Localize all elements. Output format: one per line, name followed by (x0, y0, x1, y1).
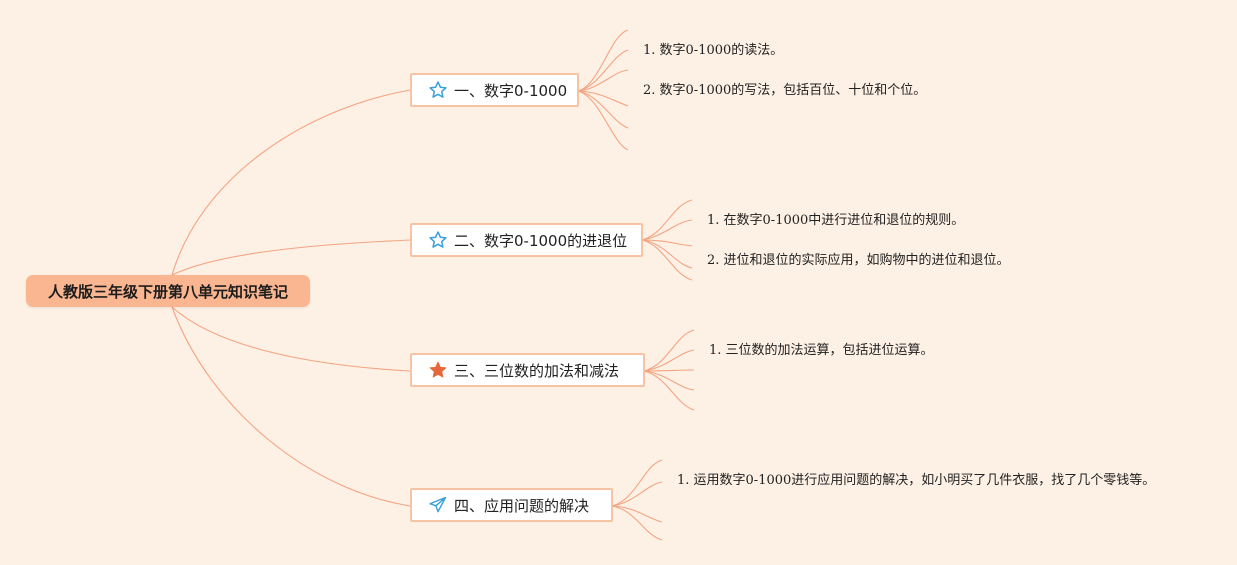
topic-node-3[interactable]: 三、三位数的加法和减法 (410, 353, 645, 387)
topic-1-branch-4 (577, 90, 629, 107)
topic-label: 二、数字0-1000的进退位 (454, 231, 628, 250)
topic-1-branch-5 (577, 90, 629, 129)
topic-3-branch-5 (643, 370, 695, 411)
topic-label: 三、三位数的加法和减法 (454, 361, 620, 380)
topic-1-branch-2 (577, 49, 629, 92)
topic-node-1[interactable]: 一、数字0-1000 (410, 73, 579, 107)
topic-2-branch-5 (641, 239, 693, 281)
paper-plane-icon (428, 495, 448, 515)
topic-2-item-2: 2. 进位和退位的实际应用，如购物中的进位和退位。 (707, 253, 1010, 268)
topic-1-branch-1 (577, 29, 629, 92)
root-to-topic-3-line (171, 306, 411, 372)
topic-label: 四、应用问题的解决 (454, 496, 590, 515)
topic-3-branch-2 (643, 349, 695, 372)
root-title: 人教版三年级下册第八单元知识笔记 (47, 282, 288, 301)
topic-node-4[interactable]: 四、应用问题的解决 (410, 488, 613, 522)
root-node[interactable]: 人教版三年级下册第八单元知识笔记 (26, 275, 310, 307)
star-filled-icon (428, 360, 448, 380)
root-to-topic-1-line (171, 89, 411, 276)
topic-2-branch-4 (641, 239, 693, 269)
topic-3-branch-4 (643, 370, 695, 391)
topic-2-branch-1 (641, 199, 693, 241)
topic-4-branch-2 (611, 481, 663, 507)
topic-node-2[interactable]: 二、数字0-1000的进退位 (410, 223, 643, 257)
topic-2-item-1: 1. 在数字0-1000中进行进位和退位的规则。 (707, 213, 965, 228)
star-outline-icon (428, 230, 448, 250)
topic-1-item-2: 2. 数字0-1000的写法，包括百位、十位和个位。 (643, 83, 927, 98)
topic-4-branch-3 (611, 505, 663, 523)
star-outline-icon (428, 80, 448, 100)
topic-1-item-1: 1. 数字0-1000的读法。 (643, 43, 784, 58)
topic-label: 一、数字0-1000 (454, 81, 568, 100)
topic-2-branch-2 (641, 219, 693, 241)
topic-1-branch-3 (577, 69, 629, 92)
topic-4-branch-4 (611, 505, 663, 541)
topic-4-branch-1 (611, 459, 663, 507)
topic-3-item-1: 1. 三位数的加法运算，包括进位运算。 (709, 343, 934, 358)
root-to-topic-4-line (171, 306, 411, 507)
topic-4-item-1: 1. 运用数字0-1000进行应用问题的解决，如小明买了几件衣服，找了几个零钱等… (677, 473, 1156, 488)
root-to-topic-2-line (171, 239, 411, 276)
topic-3-branch-3 (643, 369, 695, 372)
topic-1-branch-6 (577, 90, 629, 151)
topic-2-branch-3 (641, 239, 693, 247)
topic-3-branch-1 (643, 329, 695, 372)
